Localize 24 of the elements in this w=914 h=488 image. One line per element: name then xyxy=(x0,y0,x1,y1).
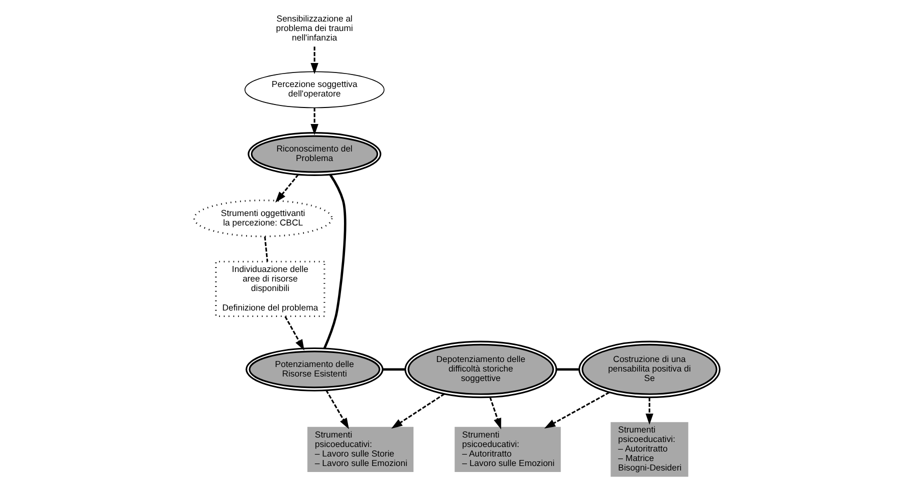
node-ellipse: Potenziamento delle Risorse Esistenti xyxy=(246,347,384,392)
connector xyxy=(382,368,406,371)
connector xyxy=(556,368,579,371)
arrow xyxy=(391,393,445,429)
arrow xyxy=(646,397,654,425)
node-ellipse: Percezione soggettiva dell'operatore xyxy=(244,71,384,108)
node-text: Sensibilizzazione al problema dei traumi nell'infanzia xyxy=(276,14,353,43)
arrow xyxy=(544,392,610,428)
node-box: Strumenti psicoeducativi: – Autoritratto – Lavoro sulle Emozioni xyxy=(454,426,561,472)
arrow xyxy=(489,396,502,430)
node-box: Individuazione delle aree di risorse disponibili Definizione del problema xyxy=(215,260,326,318)
node-ellipse: Depotenziamento delle difficoltà storiche soggettive xyxy=(404,340,558,398)
arrow xyxy=(275,174,299,203)
arrow xyxy=(326,390,349,430)
connector xyxy=(264,236,268,262)
arrow xyxy=(284,316,304,351)
node-ellipse: Strumenti oggettivanti la percezione: CBCL xyxy=(193,200,333,238)
node-box: Strumenti psicoeducativi: – Autoritratto – Matrice Bisogni-Desideri xyxy=(610,422,688,477)
connector xyxy=(323,174,346,349)
arrow xyxy=(310,46,318,74)
node-box: Strumenti psicoeducativi: – Lavoro sulle Storie – Lavoro sulle Emozioni xyxy=(307,426,414,472)
arrow xyxy=(310,108,318,136)
node-ellipse: Costruzione di una pensabilita positiva di Se xyxy=(578,340,720,398)
node-ellipse: Riconoscimento del Problema xyxy=(248,132,382,176)
